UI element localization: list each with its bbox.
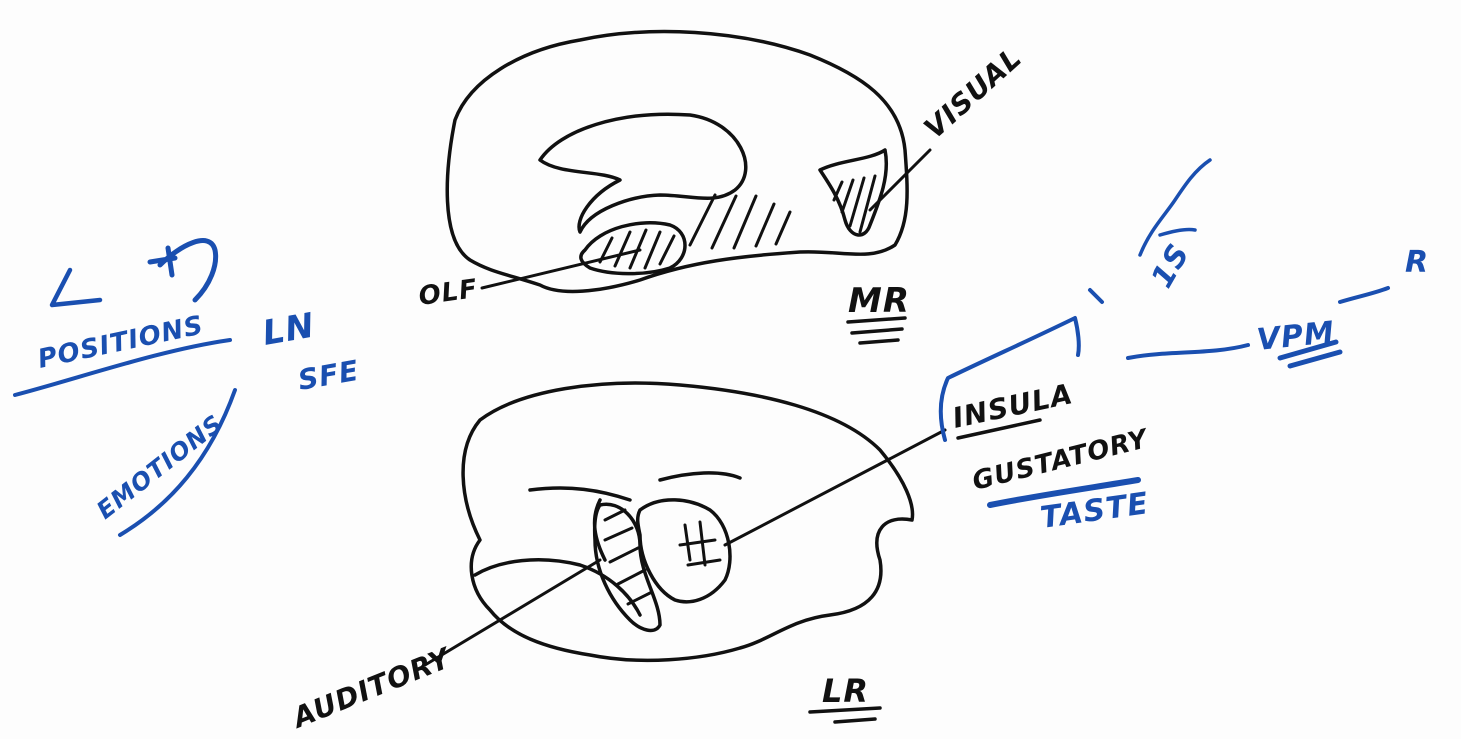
insula-tick-mark — [1090, 290, 1102, 302]
vertical-scribble — [1140, 160, 1210, 255]
calcarine-region — [820, 150, 886, 235]
olf-label: OLF — [417, 274, 480, 312]
sfe-label: SFE — [295, 354, 361, 397]
lateral-view-label: LR — [822, 672, 869, 710]
medial-brain: OLF VISUAL MR — [417, 32, 1029, 343]
medial-view-label: MR — [848, 281, 910, 321]
curved-arrow — [150, 241, 216, 300]
auditory-pointer-line — [425, 560, 600, 665]
visual-label: VISUAL — [918, 41, 1029, 145]
gustatory-pointer-line — [725, 430, 945, 545]
auditory-region — [595, 504, 660, 630]
auditory-label: AUDITORY — [286, 641, 457, 736]
left-notes: POSITIONS LN SFE EMOTIONS — [15, 241, 362, 535]
gustatory-label: GUSTATORY — [969, 424, 1153, 497]
r-label: R — [1405, 245, 1429, 280]
superior-temporal-gyrus — [475, 560, 640, 615]
insula-note: INSULA GUSTATORY TASTE — [941, 318, 1154, 536]
olf-pointer-line — [482, 250, 640, 288]
corpus-callosum — [540, 114, 746, 232]
medial-brain-outline — [447, 32, 907, 292]
vpm-note: VPM R 1S — [1090, 160, 1429, 366]
sylvian-fissure — [530, 473, 740, 560]
lateral-brain-outline — [463, 383, 912, 660]
medial-view-underline — [848, 318, 905, 343]
medial-temporal-hatching — [690, 195, 790, 248]
visual-pointer-line — [870, 150, 930, 210]
vpm-to-r-line — [1340, 288, 1388, 302]
lateral-brain: AUDITORY LR — [286, 383, 945, 735]
insula-hatching — [680, 522, 720, 565]
ln-label: LN — [260, 305, 318, 353]
less-than-arrow — [52, 270, 100, 305]
insula-to-vpm-line — [1128, 345, 1248, 358]
lateral-view-underline — [810, 708, 880, 722]
lateral-notes-label: 1S — [1145, 238, 1198, 294]
olfactory-hatching — [600, 230, 674, 268]
